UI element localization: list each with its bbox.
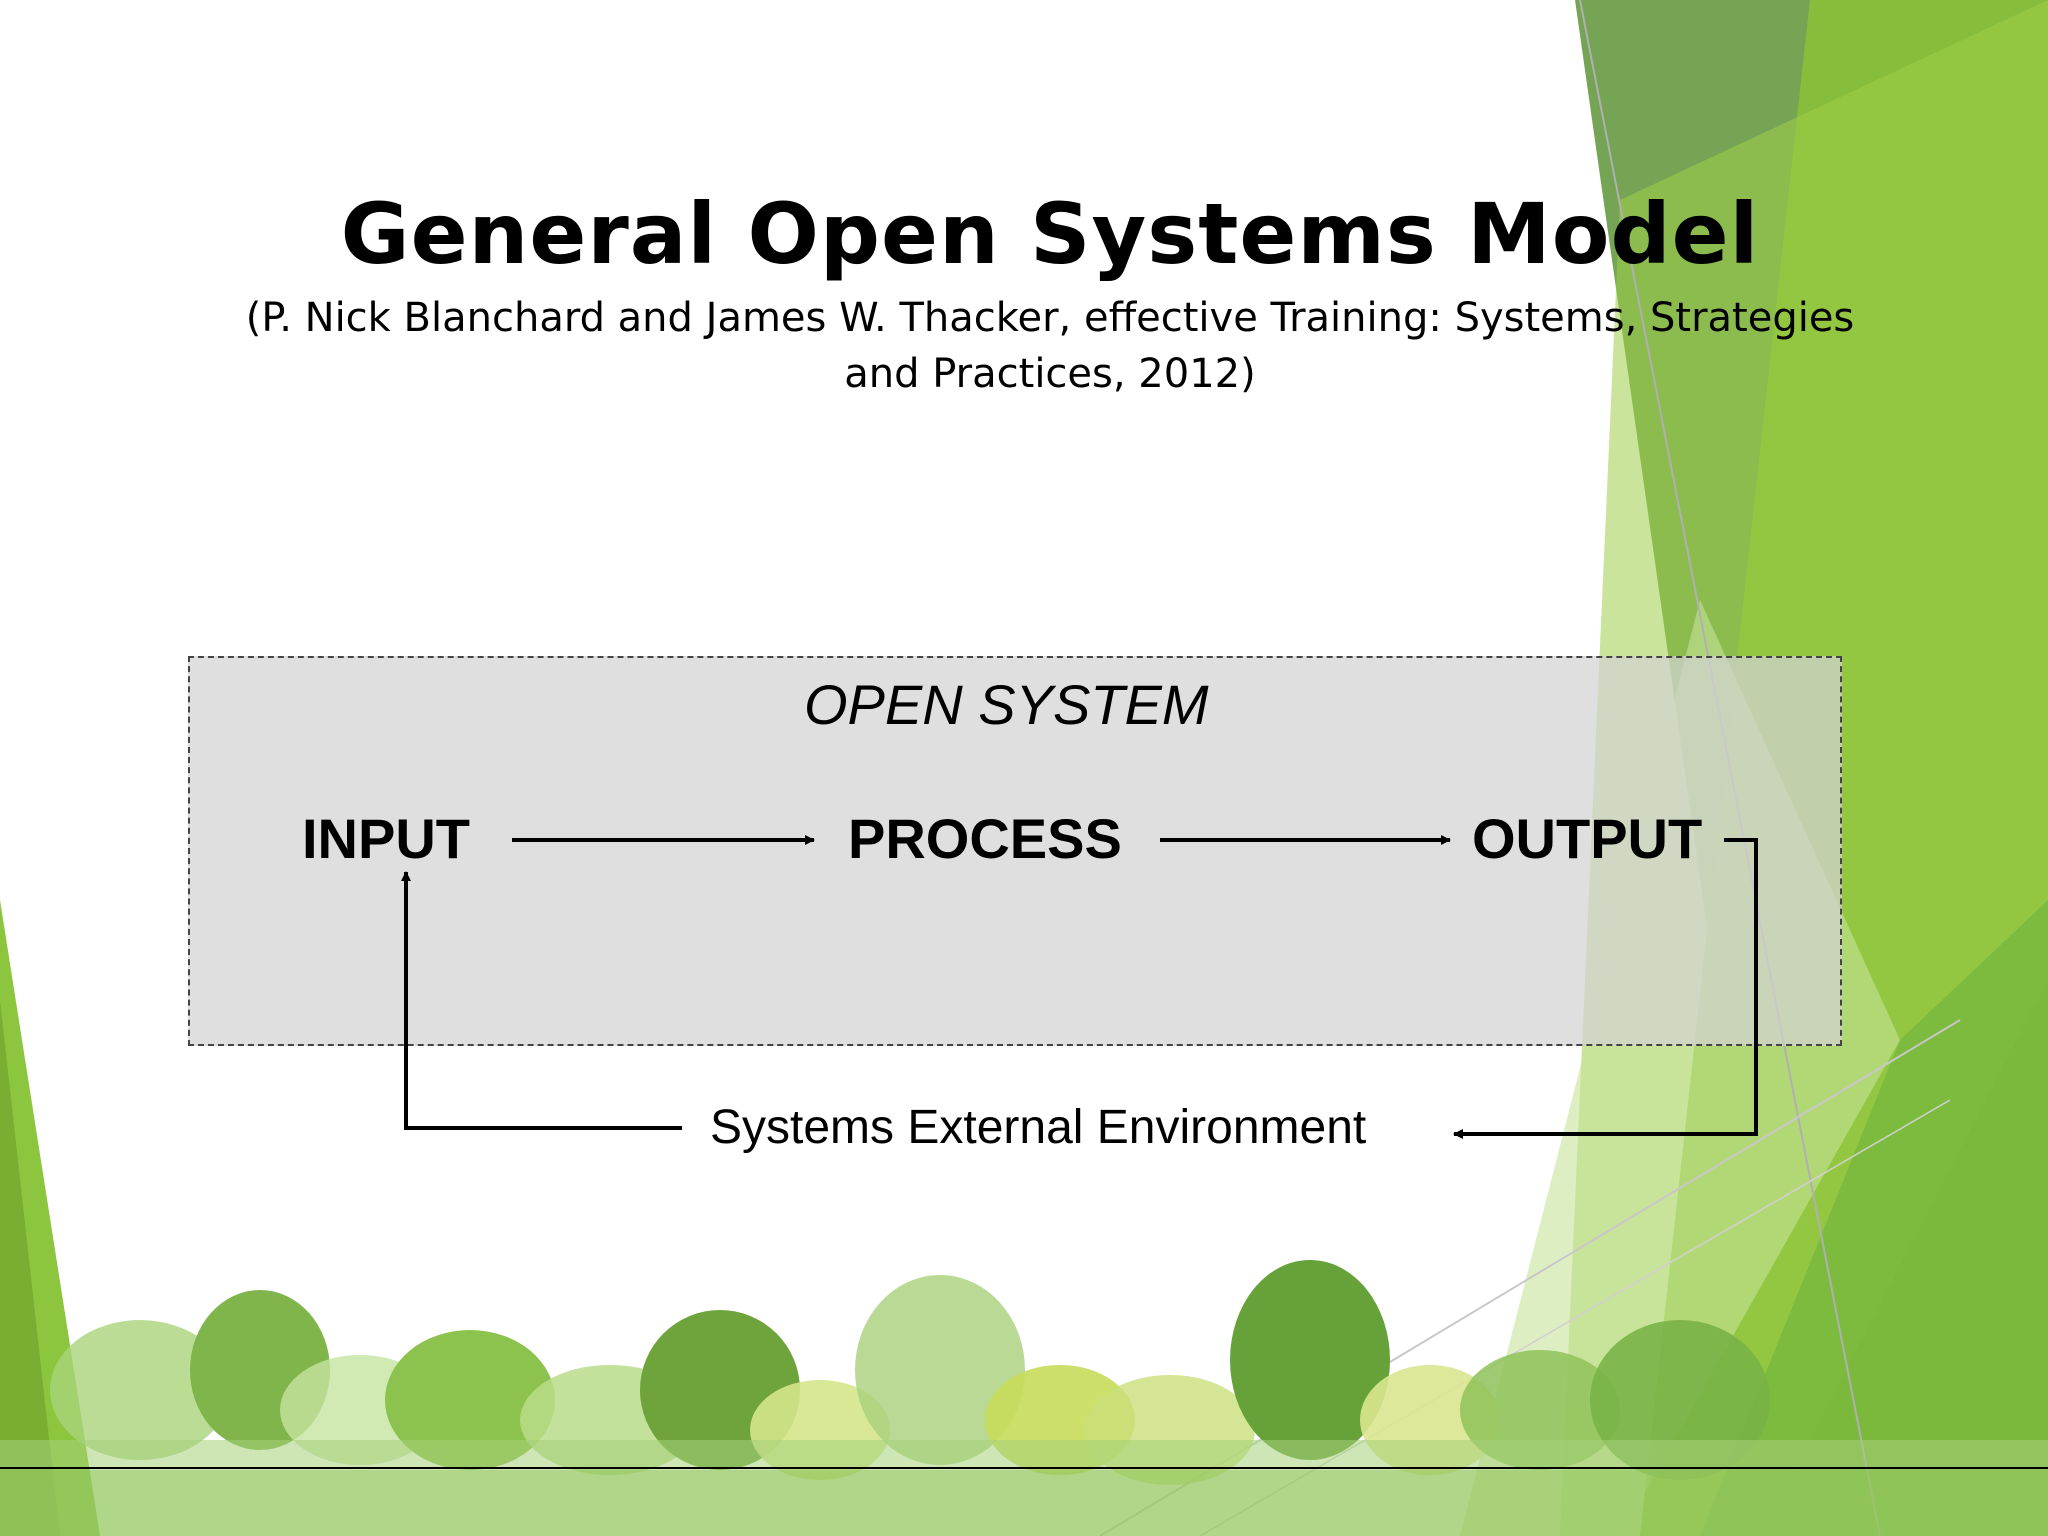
slide-title: General Open Systems Model xyxy=(340,185,1760,283)
tree-silhouettes xyxy=(0,1260,2048,1536)
subtitle-line-1: (P. Nick Blanchard and James W. Thacker,… xyxy=(245,295,1855,341)
environment-label: Systems External Environment xyxy=(710,1101,1367,1154)
open-system-label: OPEN SYSTEM xyxy=(804,673,1209,736)
subtitle-line-2: and Practices, 2012) xyxy=(844,351,1256,397)
input-node: INPUT xyxy=(302,807,470,870)
process-node: PROCESS xyxy=(848,807,1122,870)
slide-subtitle: (P. Nick Blanchard and James W. Thacker,… xyxy=(200,290,1900,402)
green-shard-bottom xyxy=(1700,900,2048,1536)
output-node: OUTPUT xyxy=(1472,807,1703,870)
left-green-shard-light xyxy=(0,1000,60,1536)
